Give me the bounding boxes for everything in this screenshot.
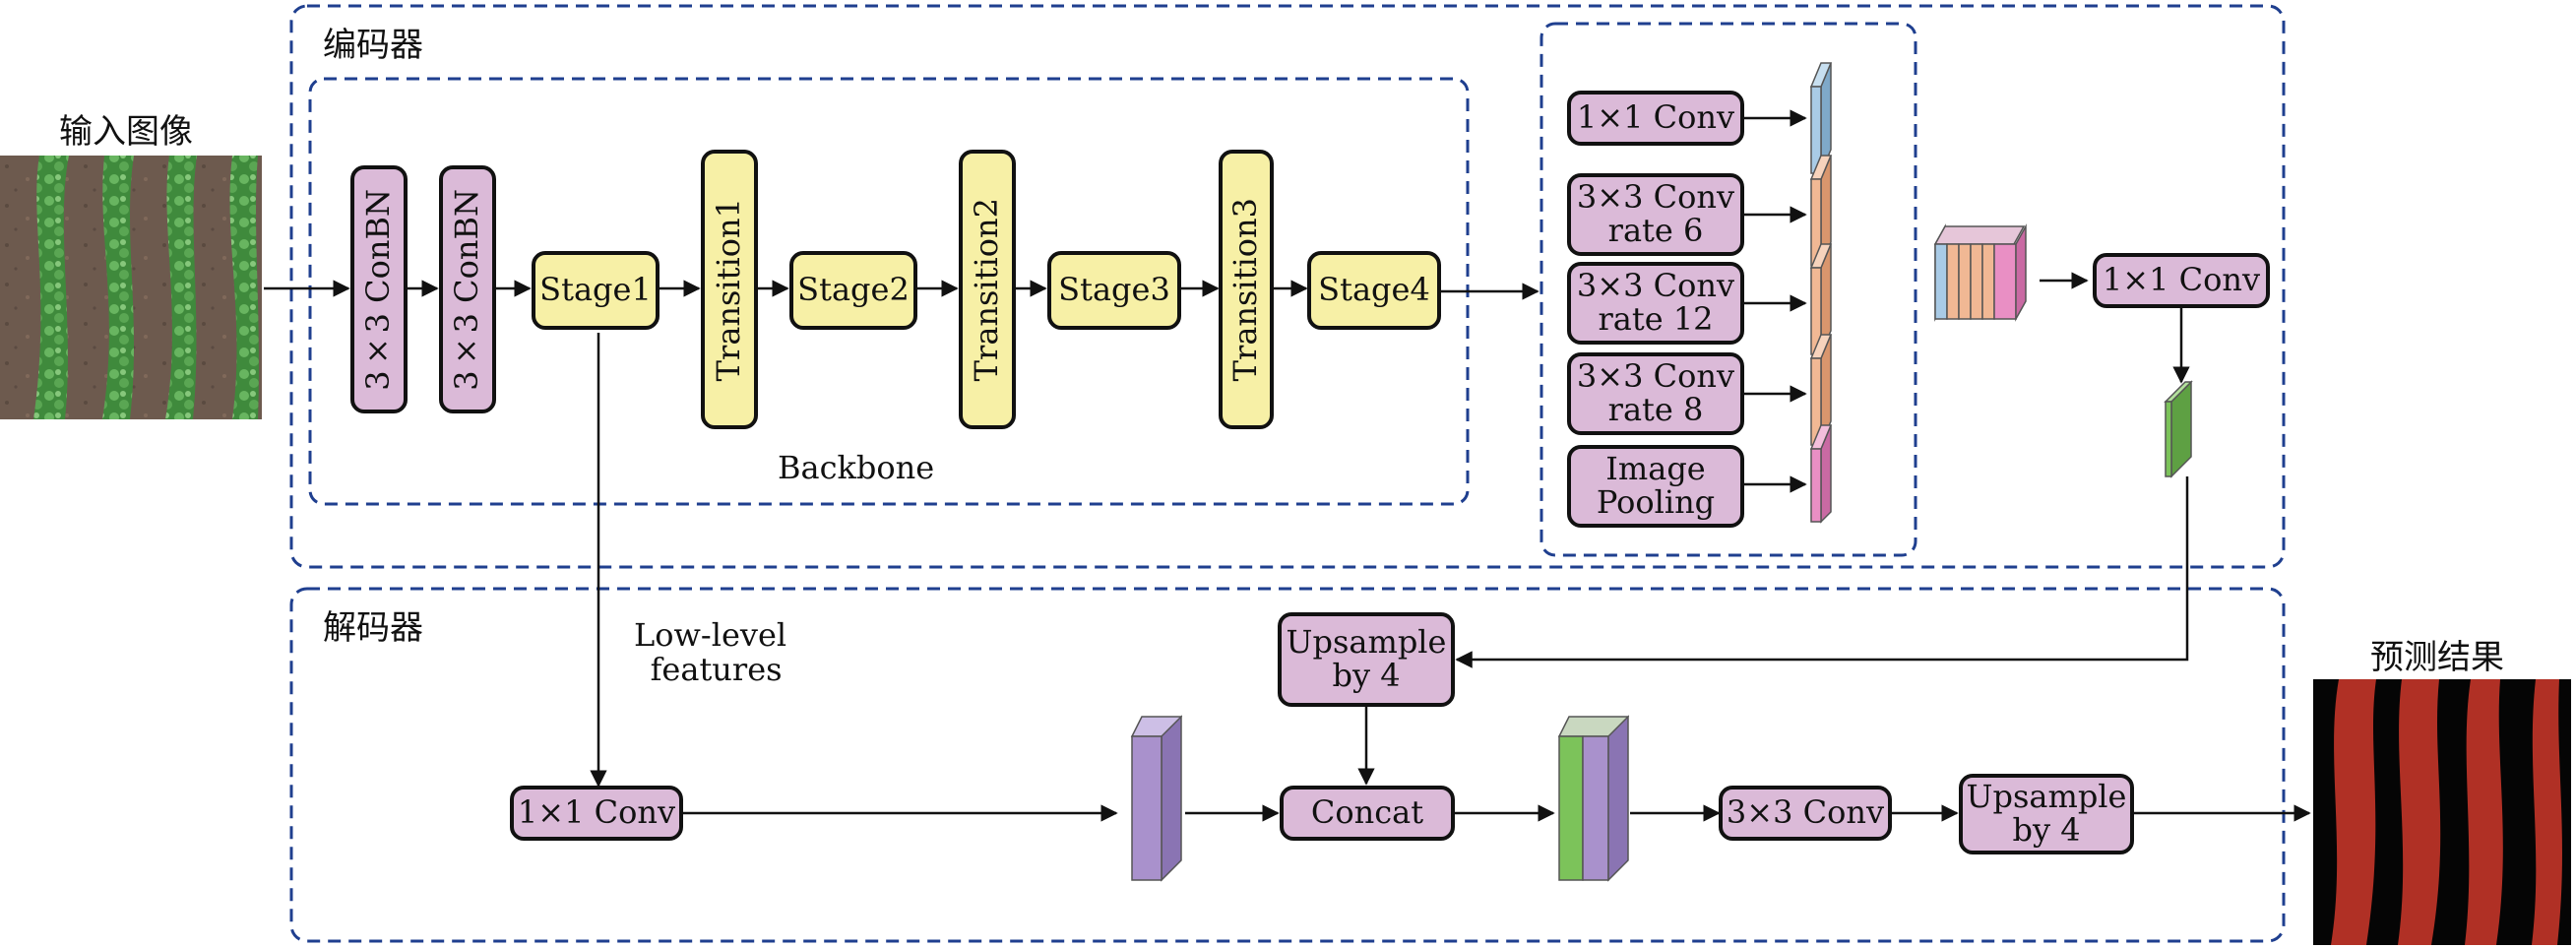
- input-label: 输入图像: [59, 112, 193, 152]
- aspp-rate8-line2: rate 8: [1607, 391, 1704, 428]
- decoder-low-conv-block: 1×1 Conv: [510, 786, 683, 841]
- transition2-label: Transition2: [968, 197, 1006, 382]
- aspp-pooling-block: Image Pooling: [1567, 445, 1744, 528]
- backbone-label: Backbone: [778, 449, 935, 486]
- stage3-label: Stage3: [1058, 271, 1170, 309]
- feature-map-orange-rate12: [1809, 243, 1833, 355]
- feature-map-purple: [1130, 715, 1183, 882]
- conbn-block-2: 3×3 ConBN: [439, 165, 496, 413]
- aspp-rate6-line2: rate 6: [1607, 212, 1704, 249]
- concat-block: Concat: [1280, 786, 1455, 841]
- feature-map-orange-rate8: [1809, 334, 1833, 446]
- upsample-b-line2: by 4: [2012, 811, 2081, 849]
- low-level-line2: features: [650, 651, 783, 689]
- aspp-conv1x1-block: 1×1 Conv: [1567, 91, 1744, 146]
- stage1-block: Stage1: [532, 251, 660, 330]
- input-image: [0, 156, 262, 419]
- aspp-concat-stack: [1933, 223, 2027, 322]
- upsample-b-line1: Upsample: [1966, 778, 2127, 816]
- stage1-label: Stage1: [539, 271, 652, 309]
- decoder-low-conv-label: 1×1 Conv: [517, 793, 676, 832]
- aspp-rate6-block: 3×3 Conv rate 6: [1567, 173, 1744, 256]
- aspp-frame: [1539, 22, 1917, 557]
- transition2-block: Transition2: [959, 150, 1016, 429]
- backbone-arrows: [264, 280, 1539, 300]
- aspp-fuse-conv-label: 1×1 Conv: [2102, 261, 2261, 299]
- decoder-conv3x3-label: 3×3 Conv: [1726, 793, 1885, 832]
- stage2-label: Stage2: [797, 271, 910, 309]
- upsample-a-line1: Upsample: [1286, 623, 1447, 662]
- aspp-rate6-line1: 3×3 Conv: [1576, 178, 1735, 217]
- conbn-block-1: 3×3 ConBN: [350, 165, 408, 413]
- encoder-title: 编码器: [323, 26, 423, 65]
- aspp-rate12-line1: 3×3 Conv: [1576, 267, 1735, 305]
- feature-map-concat: [1557, 715, 1630, 882]
- decoder-frame: [289, 587, 2286, 943]
- aspp-arrows: [1744, 109, 2190, 493]
- feature-map-orange-rate6: [1809, 155, 1833, 267]
- transition1-label: Transition1: [710, 197, 748, 382]
- upsample-a-block: Upsample by 4: [1278, 612, 1455, 707]
- aspp-rate8-block: 3×3 Conv rate 8: [1567, 352, 1744, 435]
- stage2-block: Stage2: [789, 251, 917, 330]
- stage3-block: Stage3: [1047, 251, 1181, 330]
- transition3-label: Transition3: [1226, 197, 1265, 382]
- aspp-pooling-line1: Image: [1605, 450, 1706, 488]
- decoder-title: 解码器: [323, 608, 423, 648]
- aspp-conv1x1-label: 1×1 Conv: [1576, 98, 1735, 137]
- output-label: 预测结果: [2370, 638, 2504, 677]
- concat-label: Concat: [1310, 793, 1424, 832]
- transition3-block: Transition3: [1219, 150, 1274, 429]
- aspp-rate12-line2: rate 12: [1598, 300, 1714, 338]
- aspp-rate8-line1: 3×3 Conv: [1576, 357, 1735, 396]
- conbn-label-1: 3×3 ConBN: [359, 188, 398, 391]
- transition1-block: Transition1: [701, 150, 758, 429]
- decoder-arrows: [590, 333, 2311, 822]
- low-level-features-label: Low-level features: [634, 616, 787, 689]
- upsample-a-line2: by 4: [1332, 657, 1401, 694]
- encoder-frame: [289, 4, 2286, 569]
- aspp-rate12-block: 3×3 Conv rate 12: [1567, 262, 1744, 345]
- decoder-conv3x3-block: 3×3 Conv: [1719, 786, 1892, 841]
- feature-map-pink: [1809, 424, 1833, 524]
- aspp-pooling-line2: Pooling: [1596, 483, 1716, 521]
- prediction-image: [2313, 679, 2571, 945]
- stage4-label: Stage4: [1318, 271, 1430, 309]
- aspp-fuse-conv-block: 1×1 Conv: [2093, 253, 2270, 308]
- feature-map-green: [2164, 380, 2193, 478]
- conbn-label-2: 3×3 ConBN: [448, 188, 486, 391]
- low-level-line1: Low-level: [634, 616, 787, 654]
- upsample-b-block: Upsample by 4: [1959, 774, 2134, 854]
- stage4-block: Stage4: [1307, 251, 1441, 330]
